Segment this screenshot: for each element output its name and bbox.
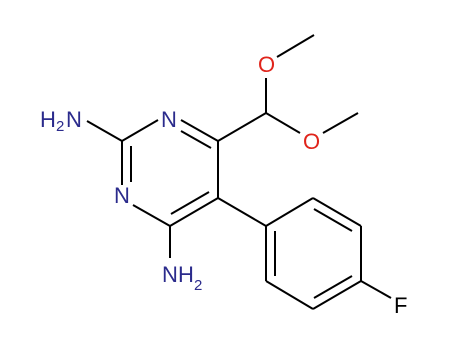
amine-top-n: N	[66, 107, 82, 132]
bond-c5-c6-double	[170, 191, 210, 215]
bond-c4-acetal	[217, 112, 267, 142]
amine-bottom-n: N	[162, 262, 178, 287]
amine-bottom-h: H	[178, 262, 194, 287]
bond-c6-n1	[132, 204, 171, 227]
bond-ph4-ph5-double	[313, 275, 353, 299]
ring-nitrogen-lower: N	[114, 183, 130, 208]
bond-ph2-ph3	[312, 197, 362, 227]
fluorine-atom: F	[394, 293, 407, 318]
bond-o2-methyl	[322, 112, 359, 134]
oxygen-right: O	[303, 129, 320, 154]
bond-n3-c4	[180, 119, 219, 142]
bond-ph5-ph6	[265, 280, 314, 310]
amine-top-subscript: 2	[56, 118, 64, 135]
bond-ph4-f	[360, 280, 392, 299]
bond-ph2-ph3-double	[313, 208, 353, 232]
bond-c2-nh2	[86, 120, 123, 142]
bonds	[86, 34, 392, 310]
amine-top-h: H	[40, 107, 56, 132]
bond-ph1-ph2	[265, 197, 314, 227]
amine-bottom-subscript: 2	[194, 277, 202, 294]
bond-c2-n3	[121, 119, 159, 142]
bond-ph4-ph5	[312, 280, 362, 310]
ring-nitrogen-upper: N	[161, 107, 177, 132]
atom-labels: H 2 N N N N H 2 O O F	[40, 52, 407, 318]
bond-o1-methyl	[276, 34, 315, 58]
bond-c5-phenyl	[217, 197, 267, 227]
bond-acetal-o2	[265, 112, 301, 134]
bond-c5-c6	[169, 197, 219, 227]
oxygen-top: O	[258, 52, 275, 77]
bond-n3-c4-double	[180, 130, 212, 149]
